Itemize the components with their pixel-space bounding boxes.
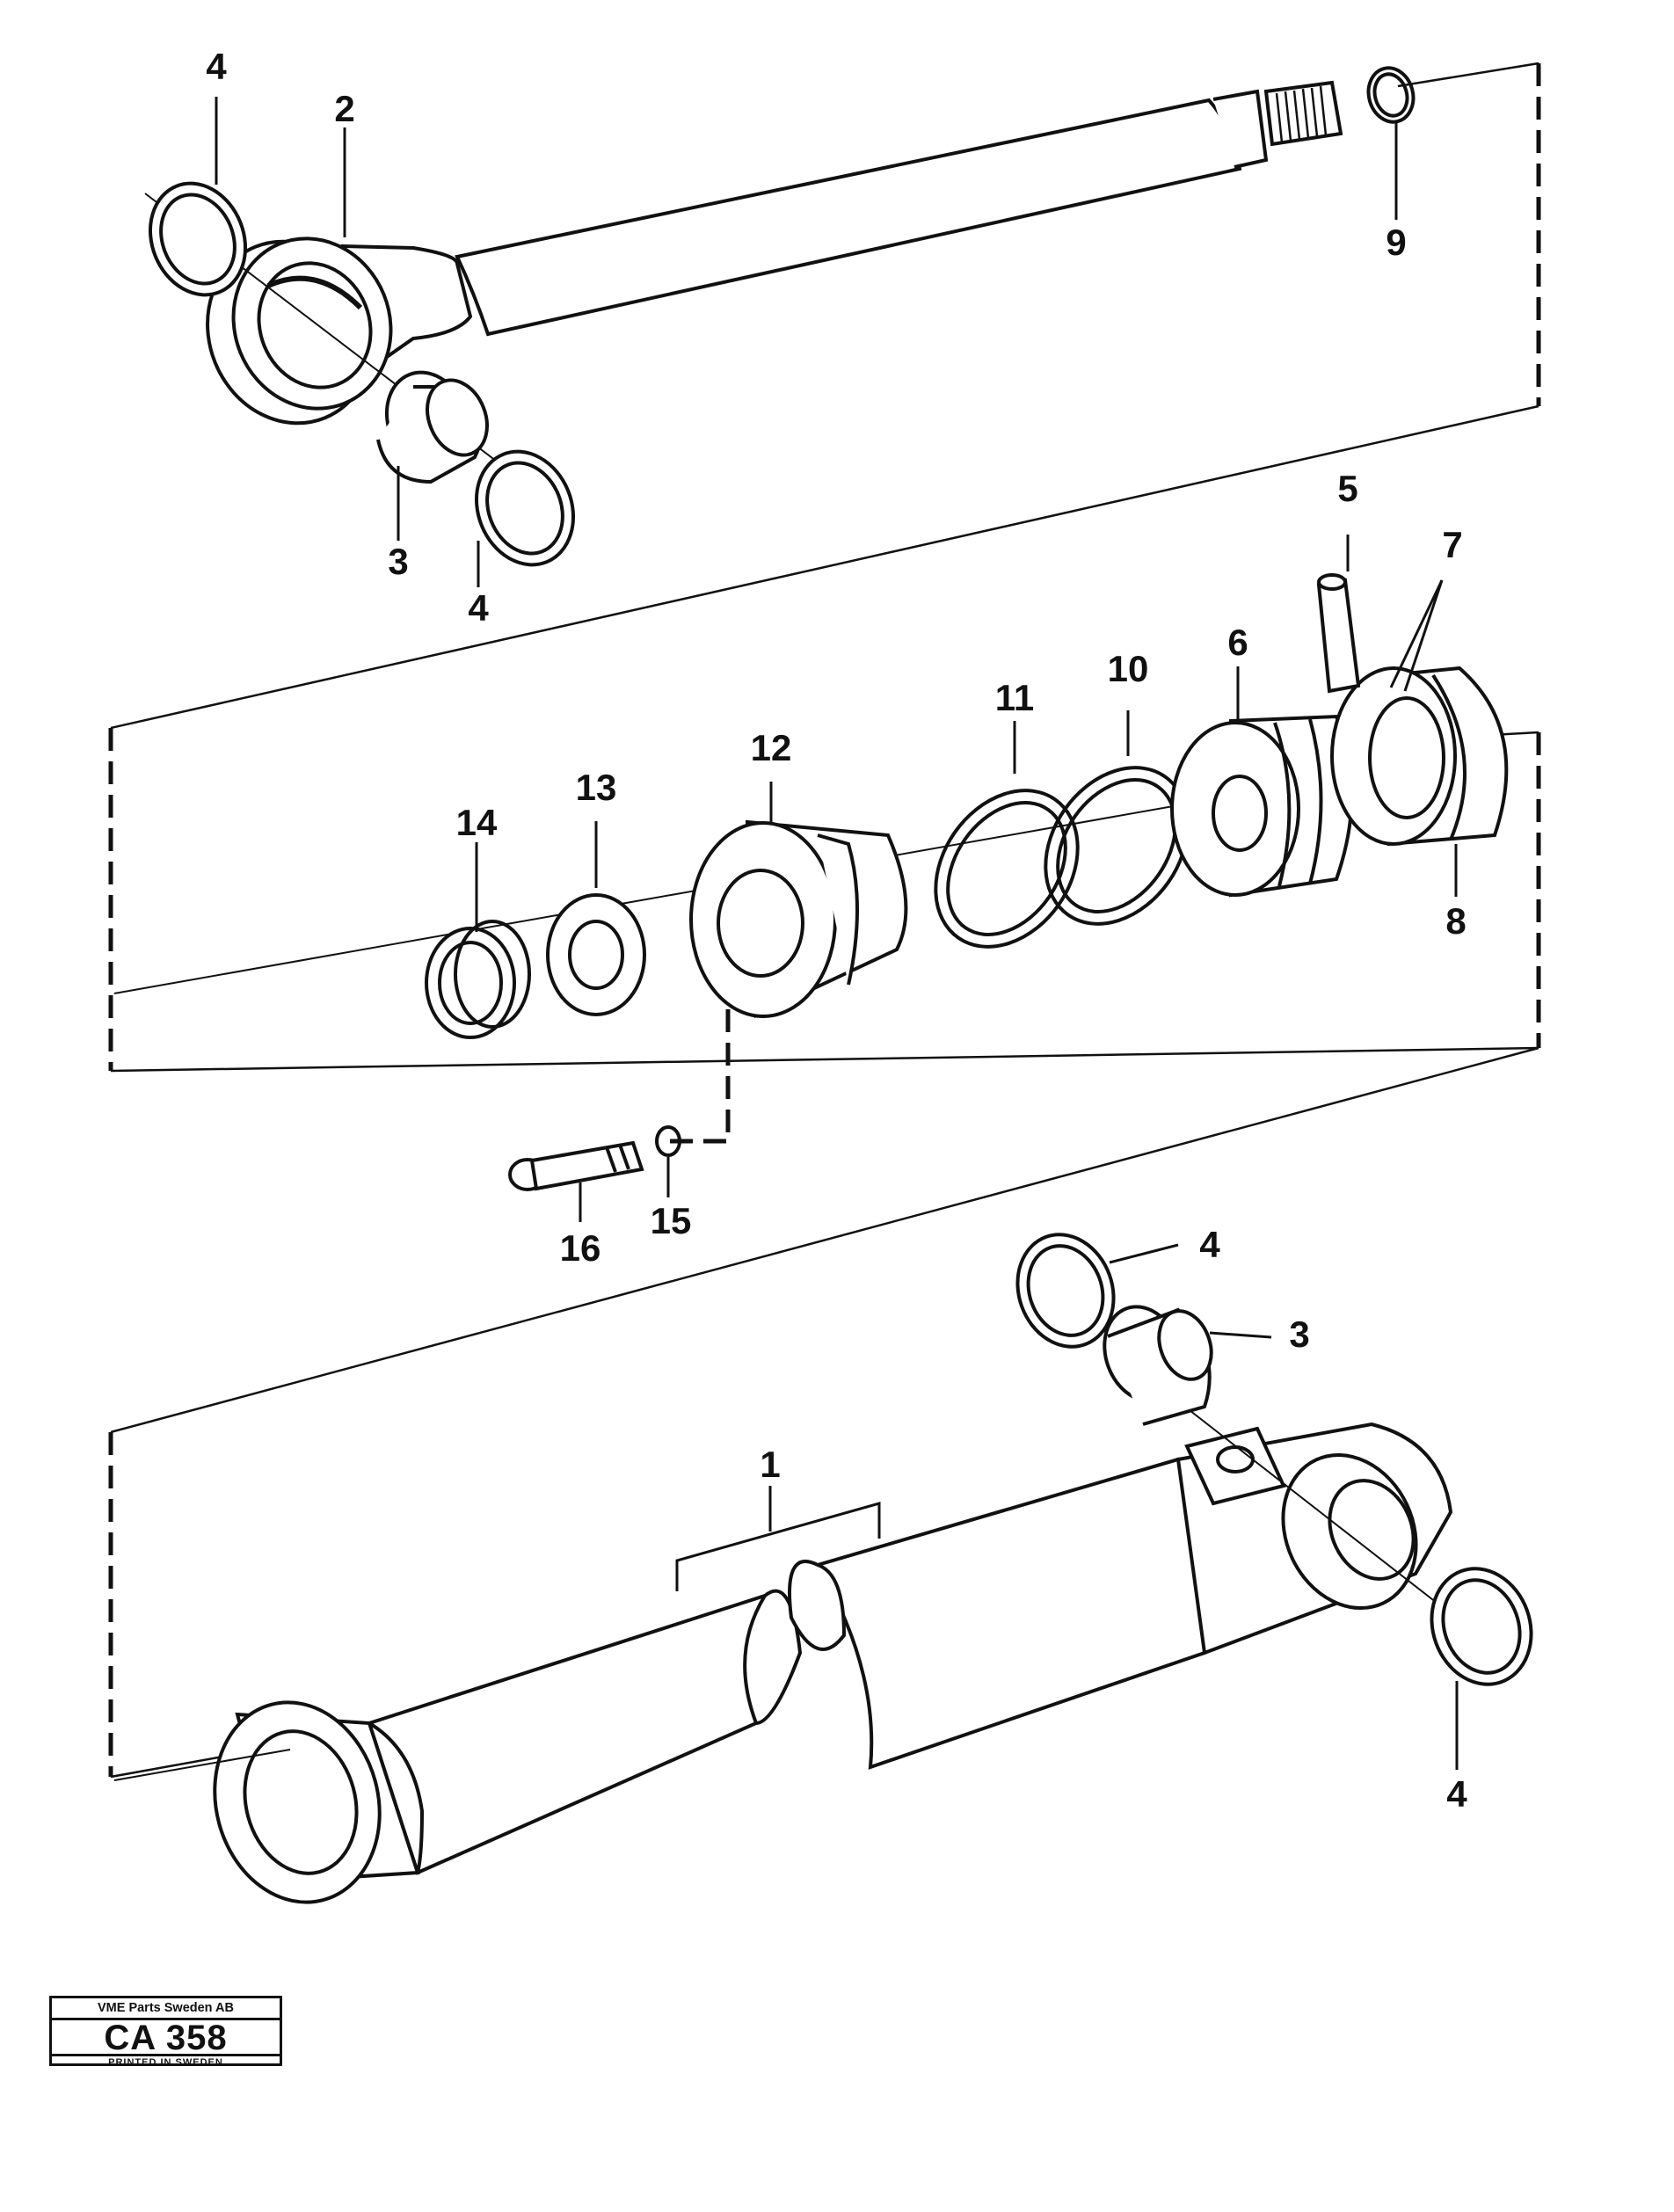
callout-labels: 4 2 3 4 9 5 7 6 10 11 12 13 14 8 15 16 4… xyxy=(206,46,1467,1815)
seal-part-13 xyxy=(546,893,646,1016)
callout-4-top-middle: 4 xyxy=(468,587,489,629)
callout-4-top-left: 4 xyxy=(206,46,227,87)
title-stamp: VME Parts Sweden AB CA 358 PRINTED IN SW… xyxy=(49,1996,282,2069)
snap-ring-bottom-right xyxy=(1430,1567,1533,1686)
callout-14: 14 xyxy=(456,802,498,843)
callout-3-top: 3 xyxy=(388,541,408,582)
piston-part-6 xyxy=(1170,714,1354,898)
piston-rod xyxy=(206,80,1343,426)
callout-10: 10 xyxy=(1108,648,1149,689)
screw-part-16 xyxy=(508,1140,644,1191)
wiper-part-14 xyxy=(425,920,531,1039)
callout-5: 5 xyxy=(1337,468,1357,509)
dashed-frame-lines xyxy=(108,63,1541,1777)
callout-4-bottom-top: 4 xyxy=(1199,1224,1220,1265)
callout-15: 15 xyxy=(651,1200,692,1241)
cylinder-tube xyxy=(213,1422,1453,1904)
callout-16: 16 xyxy=(560,1227,601,1269)
callout-13: 13 xyxy=(576,767,617,808)
callout-4-bottom-right: 4 xyxy=(1446,1773,1467,1815)
snap-ring-top-middle xyxy=(474,449,576,567)
callout-6: 6 xyxy=(1227,622,1248,663)
callout-7: 7 xyxy=(1442,524,1462,565)
snap-ring-bottom-top xyxy=(1015,1233,1116,1349)
pin-part-5 xyxy=(1316,573,1361,694)
ring-part-10 xyxy=(1044,766,1190,926)
callout-11: 11 xyxy=(995,677,1034,718)
cylinder-head-part-12 xyxy=(689,819,908,1019)
bushing-bottom xyxy=(1103,1305,1213,1426)
bushing-top xyxy=(376,370,489,484)
washer-part-15 xyxy=(655,1125,681,1157)
callout-9: 9 xyxy=(1386,222,1406,263)
o-ring-part-9 xyxy=(1366,66,1416,124)
stamp-company: VME Parts Sweden AB xyxy=(52,1998,280,2020)
callout-8: 8 xyxy=(1445,900,1466,942)
leader-lines xyxy=(215,97,1459,1770)
snap-ring-top-left xyxy=(148,181,248,297)
piston-seals-part-7-8 xyxy=(1330,666,1509,847)
stamp-printed-note: PRINTED IN SWEDEN xyxy=(52,2054,280,2069)
callout-12: 12 xyxy=(751,727,792,768)
stamp-drawing-code: CA 358 xyxy=(104,2019,228,2057)
callout-1: 1 xyxy=(760,1444,780,1485)
callout-3-bottom: 3 xyxy=(1289,1313,1309,1355)
part-1-bracket xyxy=(675,1495,881,1591)
callout-2: 2 xyxy=(334,88,354,129)
